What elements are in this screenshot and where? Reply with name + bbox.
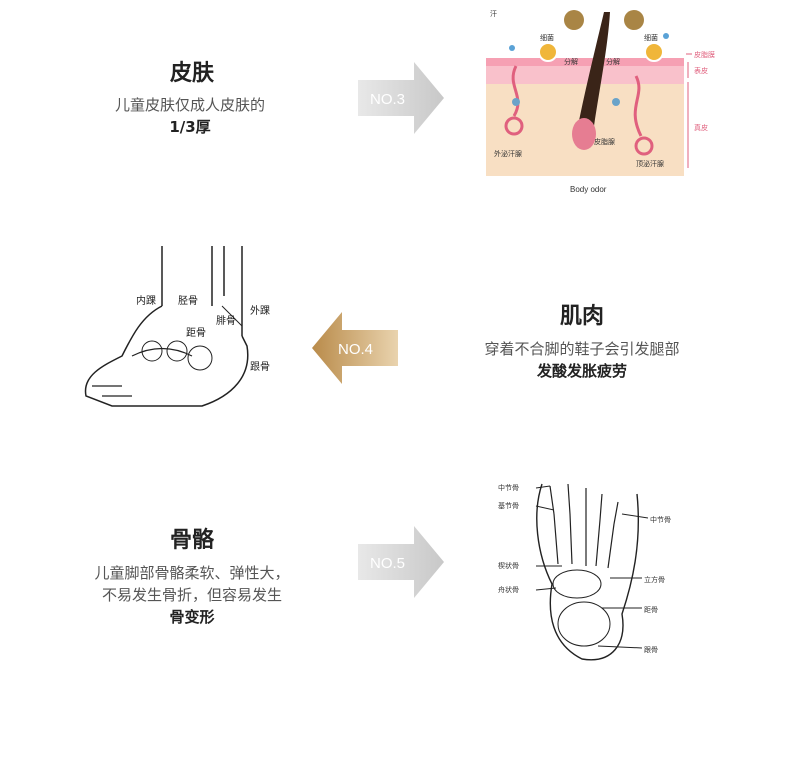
fibula-label: 腓骨: [216, 315, 236, 327]
no3-label: NO.3: [370, 91, 405, 108]
bone-title: 骨骼: [169, 528, 214, 553]
distal-phalanx-label: 中节骨: [650, 515, 671, 524]
skin-diagram: 汗 细菌 细菌 分解 分解 皮脂腺 外泌汗腺 顶泌汗腺 Body odor: [486, 10, 684, 194]
middle-phalanx-label: 中节骨: [498, 483, 519, 492]
tibia-label: 胫骨: [178, 295, 198, 307]
bone-desc-bold: 骨变形: [169, 608, 215, 626]
talus-foot-label: 距骨: [644, 606, 658, 614]
ankle-diagram: 内踝 胫骨 腓骨 外踝 距骨 跟骨: [84, 246, 270, 407]
skin-desc-bold: 1/3厚: [169, 118, 211, 136]
no3-arrow-icon: NO.3: [358, 62, 444, 134]
decompose-right-label: 分解: [606, 57, 620, 66]
cuneiform-label: 楔状骨: [498, 561, 519, 570]
no4-label: NO.4: [338, 341, 373, 358]
apocrine-label: 顶泌汗腺: [636, 159, 664, 168]
bone-desc-line2: 不易发生骨折，但容易发生: [101, 586, 282, 604]
sweat-label: 汗: [490, 10, 497, 18]
bone-description: 儿童脚部骨骼柔软、弹性大， 不易发生骨折，但容易发生 骨变形: [62, 562, 322, 628]
decompose-left-label: 分解: [564, 57, 578, 66]
skin-desc-line: 儿童皮肤仅成人皮肤的: [114, 96, 265, 114]
bone-desc-line1: 儿童脚部骨骼柔软、弹性大，: [94, 564, 290, 582]
cuboid-label: 立方骨: [644, 575, 665, 584]
sebum-film-label: 皮脂膜: [694, 50, 715, 59]
skin-description: 儿童皮肤仅成人皮肤的 1/3厚: [90, 94, 290, 138]
dermis-label: 真皮: [694, 123, 708, 132]
skin-title: 皮肤: [169, 61, 214, 86]
epidermis-label: 表皮: [694, 66, 708, 75]
sebaceous-label: 皮脂腺: [594, 137, 615, 146]
calcaneus-label: 跟骨: [250, 361, 270, 373]
bacteria-right-label: 细菌: [644, 33, 658, 42]
muscle-desc-line: 穿着不合脚的鞋子会引发腿部: [484, 340, 680, 358]
no5-arrow-icon: NO.5: [358, 526, 444, 598]
muscle-title: 肌肉: [559, 304, 604, 329]
proximal-phalanx-label: 基节骨: [498, 501, 519, 510]
navicular-label: 舟状骨: [498, 585, 519, 594]
muscle-desc-bold: 发酸发胀疲劳: [536, 362, 627, 380]
foot-diagram: 中节骨 基节骨 中节骨 楔状骨 舟状骨 立方骨 距骨 跟骨: [498, 483, 671, 661]
skin-layer-labels: 皮脂膜 表皮 真皮: [686, 50, 715, 168]
muscle-description: 穿着不合脚的鞋子会引发腿部 发酸发胀疲劳: [442, 338, 722, 382]
eccrine-label: 外泌汗腺: [494, 149, 522, 158]
bacteria-left-label: 细菌: [540, 33, 554, 42]
talus-label: 距骨: [186, 327, 206, 339]
no4-arrow-icon: NO.4: [312, 312, 398, 384]
calcaneus-foot-label: 跟骨: [644, 646, 658, 654]
medial-malleolus-label: 内踝: [136, 294, 156, 307]
lateral-malleolus-label: 外踝: [250, 305, 270, 317]
no5-label: NO.5: [370, 555, 405, 572]
body-odor-caption: Body odor: [570, 185, 607, 194]
